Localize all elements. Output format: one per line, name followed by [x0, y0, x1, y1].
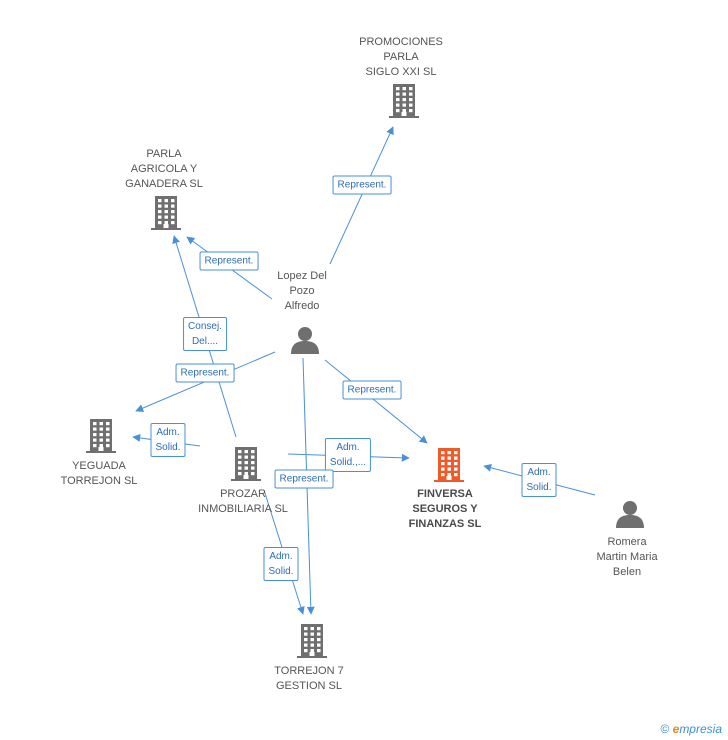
edge-label-lopez-torrejon7[interactable]: Represent. — [274, 469, 334, 489]
node-label-lopez[interactable]: Lopez Del Pozo Alfredo — [277, 270, 327, 312]
building-icon-yeguada[interactable] — [86, 419, 116, 458]
node-label-finversa[interactable]: FINVERSA SEGUROS Y FINANZAS SL — [408, 488, 482, 530]
building-icon-finversa[interactable] — [434, 448, 464, 487]
node-label-promociones[interactable]: PROMOCIONES PARLA SIGLO XXI SL — [359, 36, 443, 78]
edge-label-lopez-yeguada[interactable]: Represent. — [175, 363, 235, 383]
node-label-romera[interactable]: Romera Martin Maria Belen — [596, 536, 658, 578]
node-label-prozar[interactable]: PROZAR INMOBILIARIA SL — [198, 488, 288, 515]
edge-label-romera-finversa[interactable]: Adm. Solid. — [521, 463, 557, 497]
building-icon-promociones[interactable] — [389, 84, 419, 123]
edge-label-lopez-finversa[interactable]: Represent. — [342, 380, 402, 400]
brand-name: mpresia — [679, 722, 722, 736]
brand-e: e — [672, 722, 680, 736]
building-icon-torrejon7[interactable] — [297, 624, 327, 663]
edge-lopez-finversa — [324, 359, 428, 444]
edge-lopez-promociones — [329, 126, 394, 265]
edge-label-lopez-parla_agricola[interactable]: Represent. — [199, 251, 259, 271]
person-icon-lopez[interactable] — [290, 326, 320, 359]
building-icon-prozar[interactable] — [231, 447, 261, 486]
edge-label-prozar-yeguada[interactable]: Adm. Solid. — [150, 423, 186, 457]
edge-label-prozar-finversa[interactable]: Adm. Solid.,... — [324, 438, 372, 472]
node-label-torrejon7[interactable]: TORREJON 7 GESTION SL — [274, 665, 344, 692]
copyright-symbol: © — [660, 722, 670, 736]
edge-label-prozar-parla_agricola[interactable]: Consej. Del.... — [183, 317, 227, 351]
empresia-brand[interactable]: © empresia — [660, 722, 722, 736]
edge-label-lopez-promociones[interactable]: Represent. — [332, 175, 392, 195]
person-icon-romera[interactable] — [615, 500, 645, 533]
building-icon-parla_agricola[interactable] — [151, 196, 181, 235]
edge-label-prozar-torrejon7[interactable]: Adm. Solid. — [263, 547, 299, 581]
node-label-yeguada[interactable]: YEGUADA TORREJON SL — [60, 460, 138, 487]
node-label-parla_agricola[interactable]: PARLA AGRICOLA Y GANADERA SL — [125, 148, 203, 190]
